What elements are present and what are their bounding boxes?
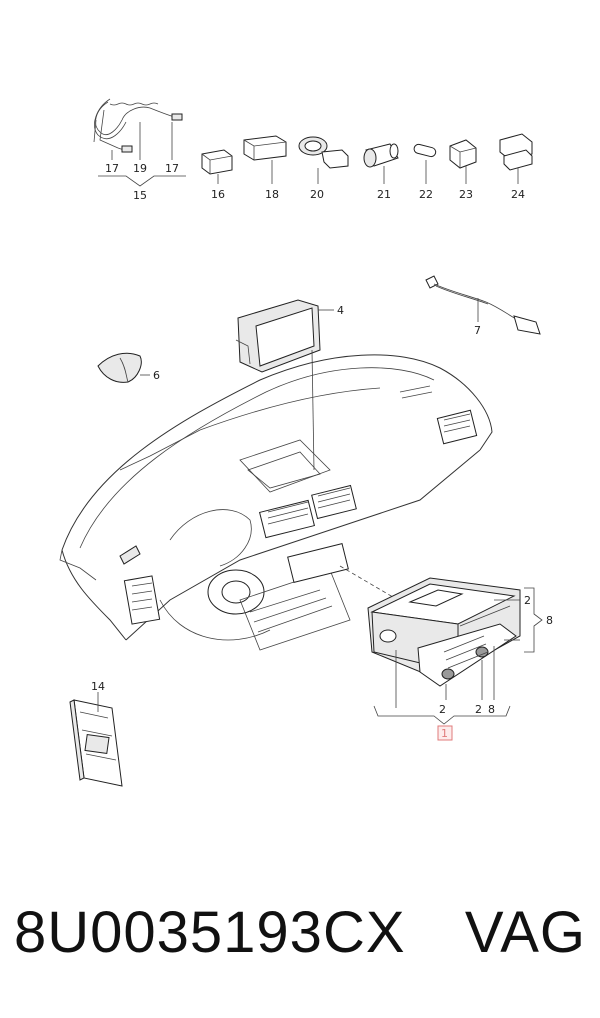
dashboard-illustration [59, 354, 493, 651]
callout-2-a: 2 [439, 703, 446, 716]
callout-2-b: 2 [475, 703, 482, 716]
callout-7: 7 [474, 324, 481, 337]
brand-label: VAG [464, 900, 586, 965]
manual-booklet-14-part [69, 699, 123, 787]
callout-19: 19 [133, 162, 147, 175]
callout-21: 21 [377, 188, 391, 201]
display-unit-4-part [235, 299, 321, 373]
callout-18: 18 [265, 188, 279, 201]
cylinder-21-part [363, 143, 399, 168]
antenna-cable-7-part [425, 275, 541, 335]
callout-17-right: 17 [165, 162, 179, 175]
callout-20: 20 [310, 188, 324, 201]
coiled-cable-part [93, 98, 183, 153]
connector-24-part [499, 133, 533, 171]
callout-8-b: 8 [488, 703, 495, 716]
callout-8-right: 8 [546, 614, 553, 627]
connector-16-part [201, 149, 233, 175]
housing-23-part [449, 139, 477, 169]
callout-23: 23 [459, 188, 473, 201]
callout-14: 14 [91, 680, 105, 693]
callout-22: 22 [419, 188, 433, 201]
antenna-base-6-part [97, 352, 142, 383]
callout-17-left: 17 [105, 162, 119, 175]
callout-1-highlight [437, 725, 453, 741]
callout-1: 1 [441, 727, 448, 740]
footer: 8U0035193CX VAG [0, 888, 600, 978]
callout-24: 24 [511, 188, 525, 201]
ring-connector-20-part [298, 136, 349, 169]
callout-6: 6 [153, 369, 160, 382]
callout-16: 16 [211, 188, 225, 201]
callout-15: 15 [133, 189, 147, 202]
callout-2-top: 2 [524, 594, 531, 607]
part-number-label: 8U0035193CX [14, 900, 406, 965]
callout-4: 4 [337, 304, 344, 317]
radio-unit-part [367, 577, 521, 687]
connector-18-part [243, 135, 287, 161]
pin-22-part [413, 143, 437, 158]
